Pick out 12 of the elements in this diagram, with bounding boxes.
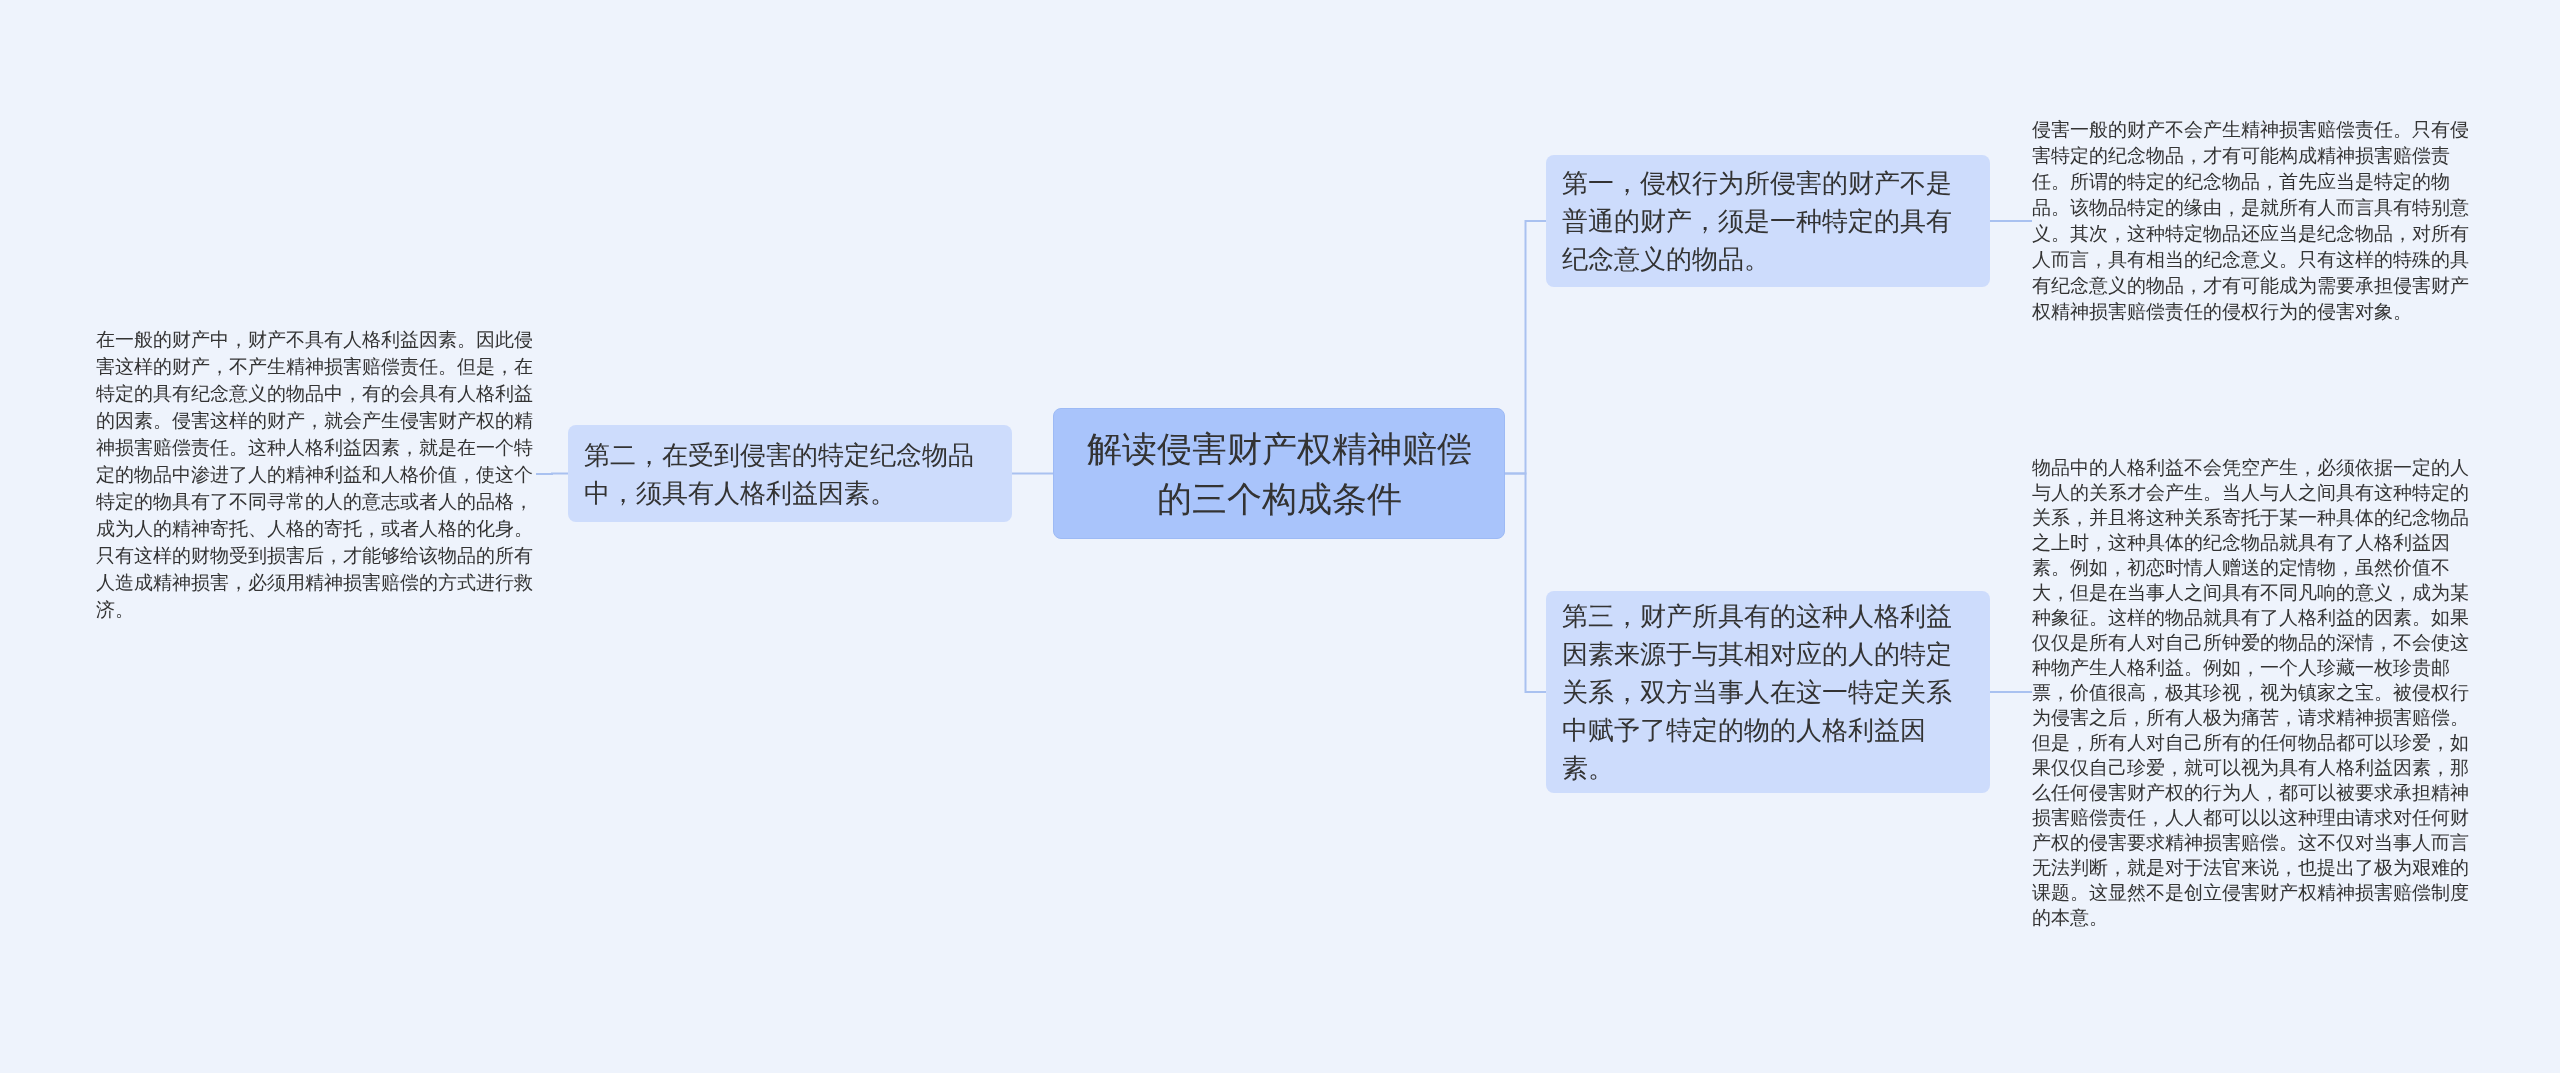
detail-text: 在一般的财产中，财产不具有人格利益因素。因此侵害这样的财产，不产生精神损害赔偿责任。但是，在特定的具有纪念意义的物品中，有的会具有人格利益的因素。侵害这样的财产，就会产生侵害财产权的精神损害赔偿责任。这种人格利益因素，就是在一个特定的物品中渗进了人的精神利益和人格价值，使这个特定的物具有了不同寻常的人的意志或者人的品格，成为人的精神寄托、人格的寄托，或者人格的化身。只有这样的财物受到损害后，才能够给该物品的所有人造成精神损害，必须用精神损害赔偿的方式进行救济。 [96, 312, 536, 636]
connector-line [1011, 472, 1054, 475]
detail-text: 侵害一般的财产不会产生精神损害赔偿责任。只有侵害特定的纪念物品，才有可能构成精神损害赔偿责任。所谓的特定的纪念物品，首先应当是特定的物品。该物品特定的缘由，是就所有人而言具有特别意义。其次，这种特定物品还应当是纪念物品，对所有人而言，具有相当的纪念意义。只有这样的特殊的具有纪念意义的物品，才有可能成为需要承担侵害财产权精神损害赔偿责任的侵权行为的侵害对象。 [2032, 94, 2472, 348]
branch-topic-box: 第三，财产所具有的这种人格利益因素来源于与其相对应的人的特定关系，双方当事人在这一特定关系中赋予了特定的物的人格利益因素。 [1546, 591, 1990, 793]
connector-line [1989, 691, 2033, 693]
connector-line [1504, 472, 1547, 693]
branch-topic-box: 第二，在受到侵害的特定纪念物品中，须具有人格利益因素。 [568, 425, 1012, 522]
central-topic-box: 解读侵害财产权精神赔偿的三个构成条件 [1053, 408, 1505, 539]
connector-line [535, 472, 569, 475]
connector-line [1989, 220, 2033, 222]
detail-text: 物品中的人格利益不会凭空产生，必须依据一定的人与人的关系才会产生。当人与人之间具有这种特定的关系，并且将这种关系寄托于某一种具体的纪念物品之上时，这种具体的纪念物品就具有了人格利益因素。例如，初恋时情人赠送的定情物，虽然价值不大，但是在当事人之间具有不同凡响的意义，成为某种象征。这样的物品就具有了人格利益的因素。如果仅仅是所有人对自己所钟爱的物品的深情，不会使这种物产生人格利益。例如，一个人珍藏一枚珍贵邮票，价值很高，极其珍视，视为镇家之宝。被侵权行为侵害之后，所有人极为痛苦，请求精神损害赔偿。但是，所有人对自己所有的任何物品都可以珍爱，如果仅仅自己珍爱，就可以视为具有人格利益因素，那么任何侵害财产权的行为人，都可以被要求承担精神损害赔偿责任，人人都可以以这种理由请求对任何财产权的侵害要求精神损害赔偿。这不仅对当事人而言无法判断，就是对于法官来说，也提出了极为艰难的课题。这显然不是创立侵害财产权精神损害赔偿制度的本意。 [2032, 392, 2472, 992]
branch-topic-box: 第一，侵权行为所侵害的财产不是普通的财产，须是一种特定的具有纪念意义的物品。 [1546, 155, 1990, 287]
